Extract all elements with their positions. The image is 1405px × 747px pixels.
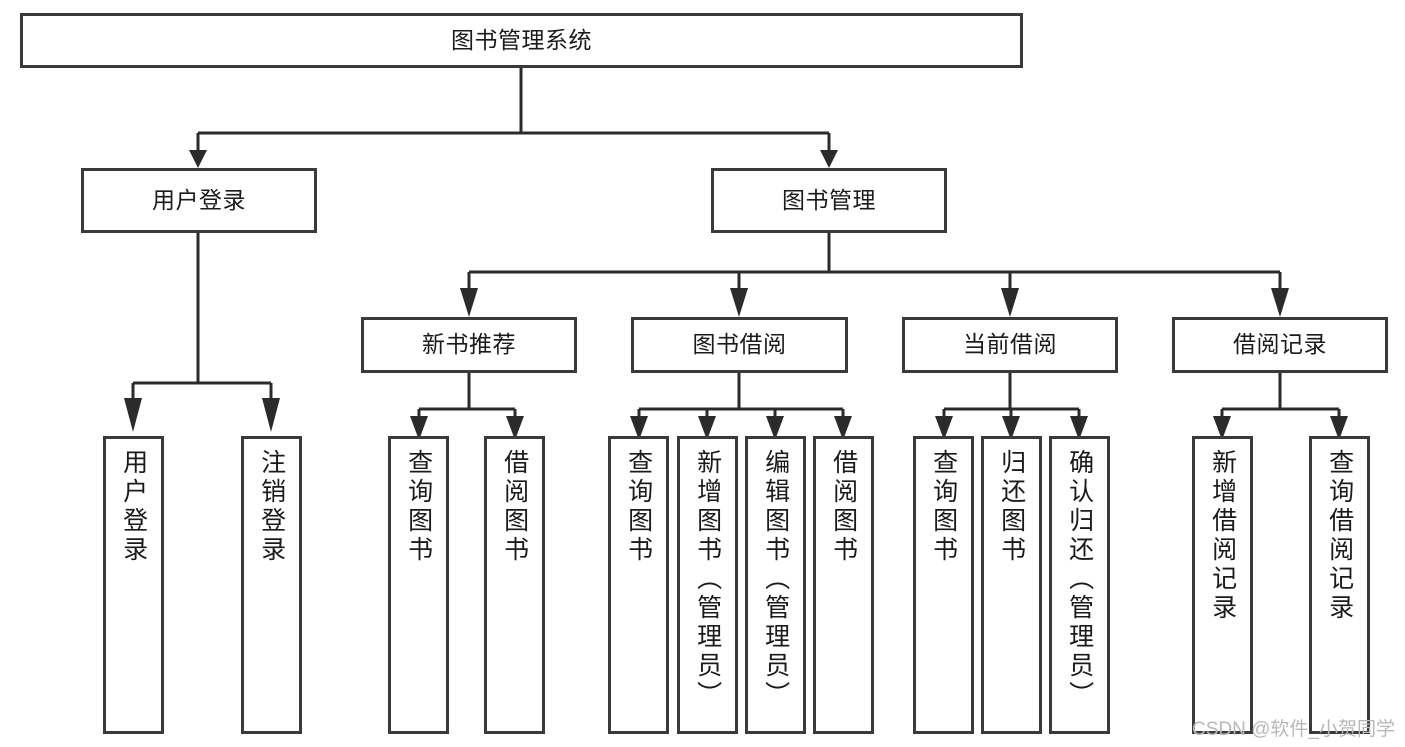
arrowhead-leaf-query-book-1: [410, 416, 428, 440]
node-new-book-rec-label: 新书推荐: [422, 331, 516, 358]
node-user-login-label: 用户登录: [152, 186, 246, 213]
node-leaf-borrow-book-1-label: 借阅图书: [500, 449, 529, 565]
arrowhead-leaf-query-book-2: [630, 416, 648, 440]
node-leaf-add-book[interactable]: 新增图书（管理员）: [677, 436, 738, 734]
node-root-label: 图书管理系统: [451, 26, 592, 53]
node-leaf-return-book-label: 归还图书: [997, 449, 1026, 565]
node-leaf-query-book-2-label: 查询图书: [624, 449, 653, 565]
node-book-manage-label: 图书管理: [782, 186, 876, 213]
arrowhead-leaf-add-record: [1213, 416, 1231, 440]
arrowhead-new-book-rec: [460, 288, 478, 317]
node-new-book-rec[interactable]: 新书推荐: [361, 317, 577, 373]
arrowhead-leaf-return-book: [1002, 416, 1020, 440]
node-leaf-query-book-3-label: 查询图书: [929, 449, 958, 565]
node-leaf-user-login[interactable]: 用户登录: [103, 436, 164, 734]
arrowhead-leaf-edit-book: [766, 416, 784, 440]
node-leaf-query-book-1-label: 查询图书: [404, 449, 433, 565]
node-leaf-query-book-2[interactable]: 查询图书: [608, 436, 669, 734]
node-leaf-borrow-book-2[interactable]: 借阅图书: [813, 436, 874, 734]
arrowhead-leaf-borrow-book-1: [506, 416, 524, 440]
node-root[interactable]: 图书管理系统: [20, 13, 1023, 68]
arrowhead-leaf-borrow-book-2: [834, 416, 852, 440]
node-leaf-add-record[interactable]: 新增借阅记录: [1192, 436, 1253, 734]
node-leaf-borrow-book-2-label: 借阅图书: [829, 449, 858, 565]
node-borrow-record-label: 借阅记录: [1233, 331, 1327, 358]
node-leaf-query-book-1[interactable]: 查询图书: [388, 436, 449, 734]
node-book-borrow[interactable]: 图书借阅: [631, 317, 848, 373]
arrowhead-leaf-user-login: [124, 398, 142, 432]
arrowhead-current-borrow: [1001, 288, 1019, 317]
node-current-borrow-label: 当前借阅: [963, 331, 1057, 358]
node-leaf-logout-label: 注销登录: [257, 449, 286, 565]
arrowhead-leaf-add-book: [698, 416, 716, 440]
arrowhead-book-borrow: [730, 288, 748, 317]
node-leaf-query-record-label: 查询借阅记录: [1325, 449, 1354, 623]
node-current-borrow[interactable]: 当前借阅: [902, 317, 1118, 373]
node-leaf-borrow-book-1[interactable]: 借阅图书: [484, 436, 545, 734]
node-leaf-add-book-label: 新增图书（管理员）: [693, 449, 722, 710]
node-leaf-edit-book-label: 编辑图书（管理员）: [761, 449, 790, 710]
node-leaf-logout[interactable]: 注销登录: [241, 436, 302, 734]
arrowhead-borrow-record: [1271, 288, 1289, 317]
node-borrow-record[interactable]: 借阅记录: [1172, 317, 1388, 373]
node-book-manage[interactable]: 图书管理: [711, 168, 947, 233]
arrowhead-book-manage: [820, 150, 838, 168]
node-leaf-add-record-label: 新增借阅记录: [1208, 449, 1237, 623]
node-leaf-edit-book[interactable]: 编辑图书（管理员）: [745, 436, 806, 734]
arrowhead-leaf-query-record: [1330, 416, 1348, 440]
arrowhead-leaf-logout: [262, 398, 280, 432]
node-leaf-query-book-3[interactable]: 查询图书: [913, 436, 974, 734]
node-leaf-confirm-return[interactable]: 确认归还（管理员）: [1049, 436, 1110, 734]
arrowhead-leaf-query-book-3: [935, 416, 953, 440]
node-user-login[interactable]: 用户登录: [81, 168, 317, 233]
node-leaf-user-login-label: 用户登录: [119, 449, 148, 565]
node-book-borrow-label: 图书借阅: [692, 331, 787, 358]
node-leaf-return-book[interactable]: 归还图书: [981, 436, 1042, 734]
node-leaf-confirm-return-label: 确认归还（管理员）: [1065, 449, 1094, 710]
node-leaf-query-record[interactable]: 查询借阅记录: [1309, 436, 1370, 734]
arrowhead-leaf-confirm-return: [1070, 416, 1088, 440]
arrowhead-user-login: [189, 150, 207, 168]
